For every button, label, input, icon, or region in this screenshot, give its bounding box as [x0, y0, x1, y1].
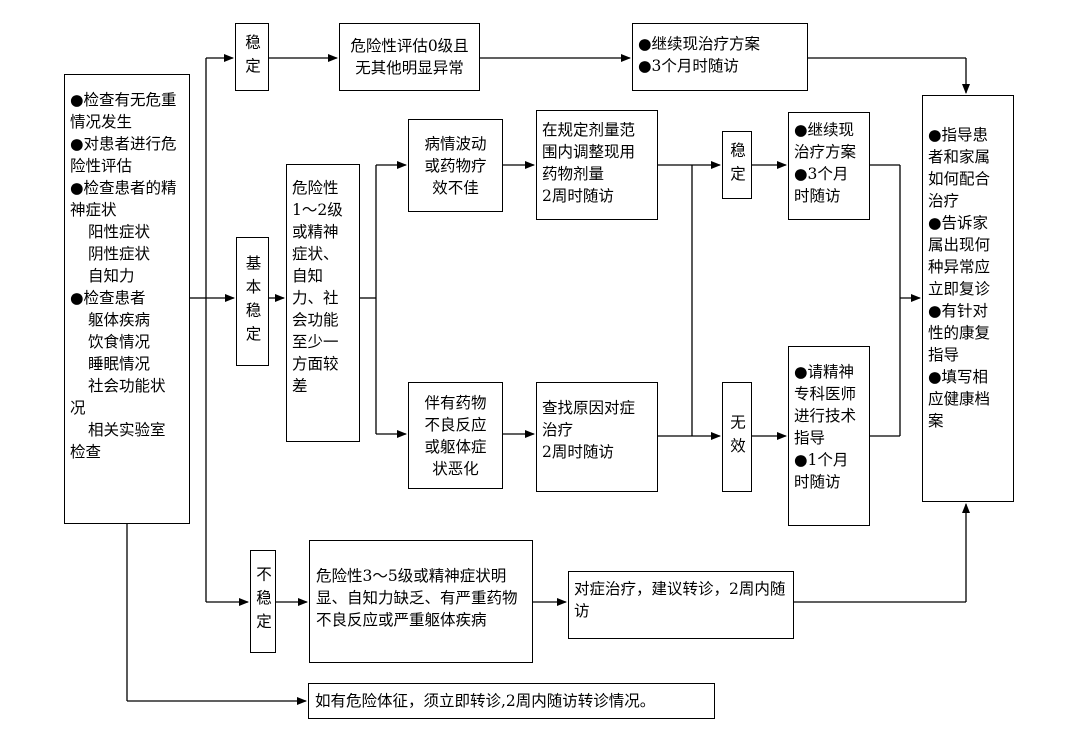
criteria-line: 危险性: [292, 179, 339, 197]
continue-followup-line: 时随访: [794, 187, 841, 205]
continue-followup-line: ●3个月: [794, 165, 849, 183]
assessment-line: 情况发生: [70, 113, 133, 131]
criteria-line: 1～2级: [292, 201, 343, 219]
criteria-line: 方面较: [292, 355, 339, 373]
dose-adjust-box: 在规定剂量范 围内调整现用 药物剂量 2周时随访: [536, 110, 658, 220]
symptomatic-treatment-line: 2周时随访: [542, 443, 614, 461]
assessment-line: 阴性症状: [88, 245, 151, 263]
specialist-followup-box: ●请精神 专科医师 进行技术 指导 ●1个月 时随访: [788, 346, 870, 526]
assessment-line: 检查: [70, 443, 102, 461]
result-ineffective-box: 无效: [722, 382, 752, 492]
stable-criteria-box: 危险性评估0级且无其他明显异常: [339, 23, 480, 91]
criteria-line: 症状、: [292, 245, 339, 263]
guidance-box: ●指导患 者和家属 如何配合 治疗 ●告诉家 属出现何 种异常应 立即复诊 ●有…: [922, 95, 1014, 502]
specialist-followup-line: 专科医师: [794, 385, 857, 403]
assessment-box: ●检查有无危重 情况发生 ●对患者进行危 险性评估 ●检查患者的精 神症状 阳性…: [64, 74, 190, 524]
adverse-reaction-box: 伴有药物不良反应或躯体症状恶化: [408, 382, 503, 489]
assessment-line: 相关实验室: [88, 421, 166, 439]
guidance-line: 应健康档: [928, 390, 991, 408]
status-basic-stable-label: 基本稳定: [243, 254, 262, 349]
result-stable-label: 稳定: [728, 141, 746, 189]
dose-adjust-line: 在规定剂量范: [542, 121, 636, 139]
result-ineffective-label: 无效: [728, 413, 746, 461]
assessment-line: 躯体疾病: [88, 311, 151, 329]
assessment-line: ●检查患者: [70, 289, 146, 307]
danger-note-box: 如有危险体征，须立即转诊,2周内随访转诊情况。: [308, 683, 715, 719]
stable-criteria-text: 危险性评估0级且无其他明显异常: [350, 37, 469, 77]
specialist-followup-line: ●1个月: [794, 451, 849, 469]
guidance-line: 种异常应: [928, 258, 991, 276]
specialist-followup-line: 进行技术: [794, 407, 857, 425]
status-basic-stable-box: 基本稳定: [236, 237, 269, 366]
specialist-followup-line: ●请精神: [794, 363, 855, 381]
referral-action-box: 对症治疗，建议转诊，2周内随访: [568, 571, 794, 639]
criteria-line: 会功能: [292, 311, 339, 329]
assessment-line: 饮食情况: [88, 333, 151, 351]
criteria-line: 力、社: [292, 289, 339, 307]
stable-action-line: ●3个月时随访: [638, 57, 739, 75]
assessment-line: 睡眠情况: [88, 355, 151, 373]
basic-stable-criteria-box: 危险性 1～2级 或精神 症状、 自知 力、社 会功能 至少一 方面较 差: [286, 164, 360, 442]
assessment-line: 神症状: [70, 201, 117, 219]
stable-action-line: ●继续现治疗方案: [638, 35, 761, 53]
status-unstable-box: 不稳定: [250, 550, 276, 653]
specialist-followup-line: 指导: [794, 429, 826, 447]
fluctuation-condition-box: 病情波动或药物疗效不佳: [408, 119, 503, 212]
status-unstable-label: 不稳定: [254, 566, 272, 637]
fluctuation-condition-text: 病情波动或药物疗效不佳: [424, 134, 487, 197]
dose-adjust-line: 围内调整现用: [542, 143, 636, 161]
criteria-line: 差: [292, 377, 308, 395]
stable-action-box: ●继续现治疗方案 ●3个月时随访: [632, 23, 808, 91]
dose-adjust-line: 2周时随访: [542, 187, 614, 205]
result-stable-box: 稳定: [722, 131, 752, 199]
assessment-line: 险性评估: [70, 157, 133, 175]
continue-followup-line: 治疗方案: [794, 143, 857, 161]
unstable-criteria-box: 危险性3～5级或精神症状明显、自知力缺乏、有严重药物不良反应或严重躯体疾病: [309, 540, 533, 663]
referral-action-text: 对症治疗，建议转诊，2周内随访: [574, 580, 786, 620]
assessment-line: 社会功能状: [88, 377, 166, 395]
assessment-line: 况: [70, 399, 86, 417]
symptomatic-treatment-line: 治疗: [542, 421, 574, 439]
assessment-line: ●检查有无危重: [70, 91, 177, 109]
status-stable-label: 稳定: [243, 33, 261, 81]
symptomatic-treatment-line: 查找原因对症: [542, 399, 636, 417]
guidance-line: 者和家属: [928, 148, 991, 166]
assessment-line: 自知力: [88, 267, 135, 285]
assessment-line: ●对患者进行危: [70, 135, 177, 153]
guidance-line: ●填写相: [928, 368, 989, 386]
assessment-line: 阳性症状: [88, 223, 151, 241]
criteria-line: 至少一: [292, 333, 339, 351]
guidance-line: 治疗: [928, 192, 960, 210]
guidance-line: 如何配合: [928, 170, 991, 188]
guidance-line: 属出现何: [928, 236, 991, 254]
danger-note-text: 如有危险体征，须立即转诊,2周内随访转诊情况。: [315, 692, 656, 710]
symptomatic-treatment-box: 查找原因对症 治疗 2周时随访: [536, 382, 658, 492]
guidance-line: 性的康复: [928, 324, 991, 342]
adverse-reaction-text: 伴有药物不良反应或躯体症状恶化: [424, 393, 487, 478]
guidance-line: 案: [928, 412, 944, 430]
continue-followup-box: ●继续现 治疗方案 ●3个月 时随访: [788, 112, 870, 220]
criteria-line: 自知: [292, 267, 324, 285]
criteria-line: 或精神: [292, 223, 339, 241]
dose-adjust-line: 药物剂量: [542, 165, 605, 183]
status-stable-box: 稳定: [235, 23, 269, 91]
assessment-line: ●检查患者的精: [70, 179, 177, 197]
guidance-line: ●有针对: [928, 302, 989, 320]
continue-followup-line: ●继续现: [794, 121, 855, 139]
unstable-criteria-text: 危险性3～5级或精神症状明显、自知力缺乏、有严重药物不良反应或严重躯体疾病: [316, 567, 518, 629]
guidance-line: 立即复诊: [928, 280, 991, 298]
guidance-line: ●指导患: [928, 126, 989, 144]
guidance-line: 指导: [928, 346, 960, 364]
specialist-followup-line: 时随访: [794, 473, 841, 491]
guidance-line: ●告诉家: [928, 214, 989, 232]
